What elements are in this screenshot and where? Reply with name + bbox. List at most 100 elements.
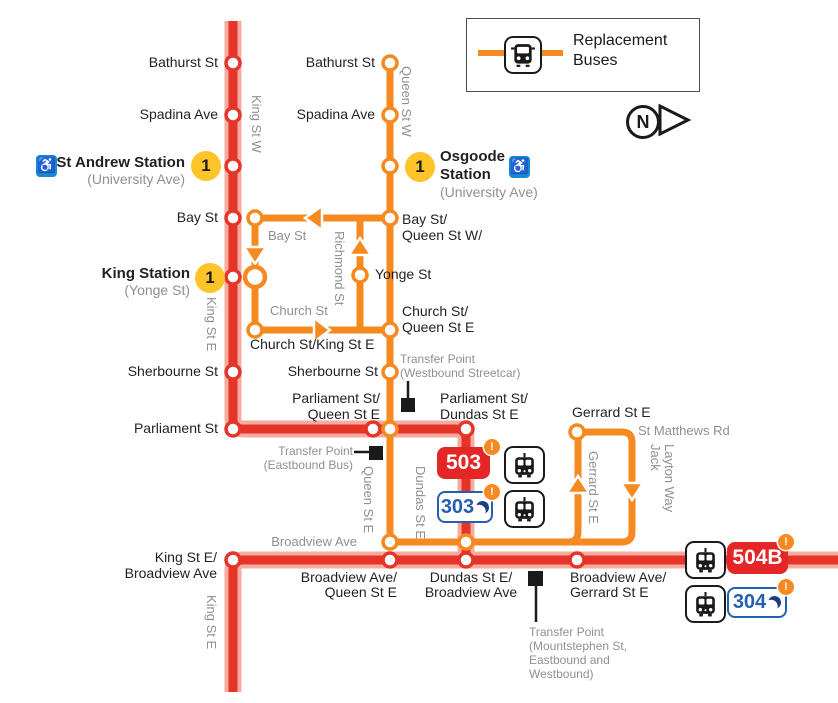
street-label-king-st-e-bottom: King St E — [204, 595, 219, 650]
osgoode-name-2: Station — [440, 166, 491, 183]
street-label-jack-layton: Jack Layton Way — [648, 444, 677, 513]
street-label-broadview-ave: Broadview Ave — [271, 534, 357, 549]
stop-label-spadina-queen: Spadina Ave — [296, 106, 375, 122]
king-station-sub: (Yonge St) — [124, 282, 190, 298]
dundas-broadview-line1: Dundas St E/ — [429, 569, 513, 585]
stop-label-parliament-king: Parliament St — [133, 420, 218, 436]
osgoode-sub: (University Ave) — [440, 184, 538, 200]
bay-queen-line2: Queen St W/ — [402, 227, 483, 243]
stop-label-king-broadview: King St E/ Broadview Ave — [125, 549, 217, 581]
transfer-mountstephen-line2: (Mountstephen St, — [529, 639, 628, 653]
line1-badge-st-andrew: 1 — [191, 151, 221, 181]
legend-label-line1: Replacement — [573, 32, 668, 49]
moon-icon — [767, 595, 782, 610]
stop-label-parliament-queen: Parliament St/ Queen St E — [292, 390, 380, 422]
direction-arrows — [241, 203, 646, 503]
wheelchair-icon: ♿ — [509, 156, 530, 178]
route-badge-503: 503 — [437, 447, 490, 479]
transfer-eastbound-line1: Transfer Point — [278, 444, 353, 458]
route-badge-504b: 504B — [727, 542, 788, 574]
street-label-queen-st-e: Queen St E — [361, 466, 376, 534]
transfer-note-eastbound: Transfer Point (Eastbound Bus) — [264, 444, 353, 472]
bay-queen-line1: Bay St/ — [402, 211, 448, 227]
stop-label-dundas-broadview: Dundas St E/ Broadview Ave — [420, 570, 522, 600]
streetcar-icon — [685, 541, 726, 579]
street-label-king-st-w: King St W — [249, 95, 264, 153]
transfer-eastbound-line2: (Eastbound Bus) — [263, 458, 353, 472]
transfer-point-markers — [354, 381, 543, 622]
broadview-gerrard-line2: Gerrard St E — [570, 584, 649, 600]
stop-label-sherbourne-king: Sherbourne St — [127, 363, 218, 379]
route-badge-304: 304 — [727, 587, 787, 618]
church-queen-line2: Queen St E — [402, 319, 475, 335]
jack-layton-line1: Jack — [648, 444, 663, 471]
alert-icon: ! — [778, 579, 794, 595]
st-andrew-sub: (University Ave) — [87, 171, 185, 187]
red-stop-circles — [224, 54, 586, 569]
parliament-dundas-line1: Parliament St/ — [440, 390, 528, 406]
king-station-name: King Station — [101, 265, 190, 282]
station-label-st-andrew: St Andrew Station (University Ave) — [56, 154, 185, 188]
transfer-westbound-line2: (Westbound Streetcar) — [400, 366, 521, 380]
line1-badge-king: 1 — [195, 263, 225, 293]
streetcar-icon — [504, 446, 545, 484]
streetcar-glyph — [515, 452, 534, 477]
bus-glyph — [511, 44, 535, 67]
stop-label-broadview-queen: Broadview Ave/ Queen St E — [301, 570, 397, 600]
stop-label-gerrard: Gerrard St E — [572, 404, 651, 420]
king-broadview-line1: King St E/ — [154, 549, 217, 565]
badge-304-text: 304 — [732, 591, 767, 613]
streetcar-icon — [504, 490, 545, 528]
legend-label: Replacement Buses — [573, 31, 667, 71]
broadview-queen-line1: Broadview Ave/ — [300, 569, 397, 585]
route-badge-303: 303 — [437, 491, 493, 523]
jack-layton-line2: Layton Way — [662, 444, 677, 513]
transfer-mountstephen-line4: Westbound) — [529, 667, 594, 681]
osgoode-name-1: Osgoode — [440, 148, 506, 165]
street-label-richmond-st: Richmond St — [332, 231, 347, 306]
bus-icon — [504, 36, 542, 74]
stop-label-bathurst-king: Bathurst St — [148, 54, 218, 70]
stop-label-yonge: Yonge St — [375, 266, 432, 282]
alert-icon: ! — [484, 439, 500, 455]
parliament-queen-line1: Parliament St/ — [292, 390, 380, 406]
street-label-queen-st-w: Queen St W — [399, 66, 414, 137]
legend-label-line2: Buses — [573, 52, 618, 69]
wheelchair-icon: ♿ — [36, 155, 57, 177]
streetcar-glyph — [696, 591, 715, 616]
king-station-loop-stop — [242, 264, 268, 290]
north-indicator: N — [626, 105, 660, 139]
broadview-gerrard-line1: Broadview Ave/ — [570, 569, 667, 585]
street-label-church-st: Church St — [270, 303, 328, 318]
stop-label-church-queen: Church St/ Queen St E — [402, 303, 474, 335]
transfer-mountstephen-line3: Eastbound and — [529, 653, 610, 667]
stop-label-bathurst-queen: Bathurst St — [305, 54, 375, 70]
stop-label-bay-king: Bay St — [176, 209, 218, 225]
parliament-dundas-line2: Dundas St E — [440, 406, 519, 422]
alert-icon: ! — [778, 534, 794, 550]
church-queen-line1: Church St/ — [402, 303, 469, 319]
broadview-queen-line2: Queen St E — [324, 584, 397, 600]
transfer-westbound-line1: Transfer Point — [400, 352, 475, 366]
station-label-king: King Station (Yonge St) — [101, 265, 190, 299]
stop-label-parliament-dundas: Parliament St/ Dundas St E — [440, 390, 528, 422]
st-andrew-name: St Andrew Station — [56, 154, 185, 171]
street-label-st-matthews: St Matthews Rd — [638, 423, 730, 438]
badge-303-text: 303 — [440, 495, 475, 518]
stop-label-sherbourne-queen: Sherbourne St — [287, 363, 378, 379]
line1-badge-osgoode: 1 — [405, 152, 435, 182]
transfer-note-westbound: Transfer Point (Westbound Streetcar) — [400, 352, 521, 380]
stop-label-bay-queen: Bay St/ Queen St W/ — [402, 211, 482, 243]
street-label-bay-st: Bay St — [268, 228, 307, 243]
alert-icon: ! — [484, 484, 500, 500]
stop-label-broadview-gerrard: Broadview Ave/ Gerrard St E — [570, 570, 666, 600]
streetcar-glyph — [515, 496, 534, 521]
street-label-dundas-st-e: Dundas St E — [413, 466, 428, 539]
streetcar-icon — [685, 585, 726, 623]
transfer-mountstephen-line1: Transfer Point — [529, 625, 604, 639]
station-label-osgoode: Osgoode Station (University Ave) — [440, 148, 538, 200]
orange-stop-circles — [242, 54, 586, 551]
stop-label-church-king: Church St/King St E — [250, 336, 375, 352]
streetcar-glyph — [696, 547, 715, 572]
